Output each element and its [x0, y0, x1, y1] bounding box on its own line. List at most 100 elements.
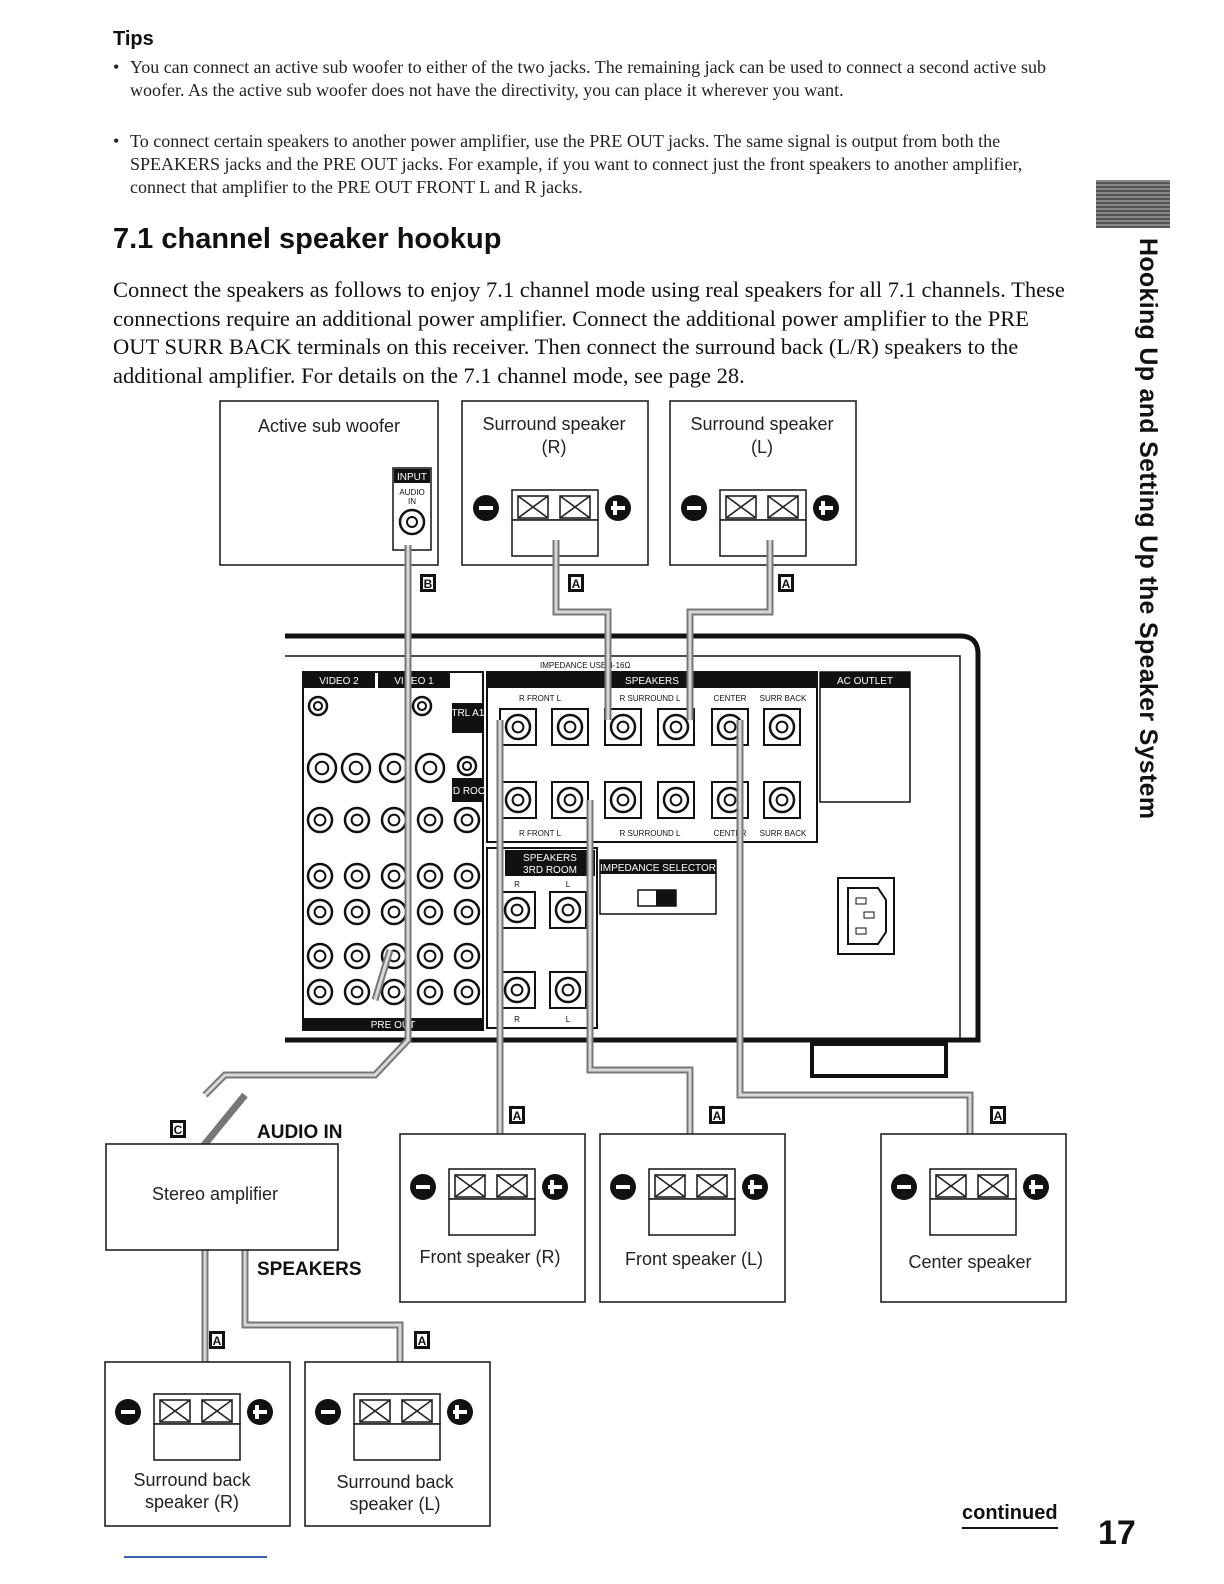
jack-icon	[306, 978, 334, 1006]
jack-icon	[554, 896, 582, 924]
jack-icon	[609, 713, 637, 741]
ac-outlet	[819, 671, 911, 803]
jack-icon	[416, 898, 444, 926]
jack-icon	[380, 806, 408, 834]
ac-outlet-label: AC OUTLET	[837, 676, 893, 687]
svg-text:A: A	[213, 1334, 222, 1348]
svg-text:A: A	[994, 1109, 1003, 1123]
side-section-title: Hooking Up and Setting Up the Speaker Sy…	[1134, 238, 1162, 820]
surround-r-line1: Surround speaker	[482, 414, 625, 434]
jack-icon	[662, 713, 690, 741]
tip-text: To connect certain speakers to another p…	[130, 131, 1023, 197]
jack-icon	[768, 713, 796, 741]
surround-back-r-line1: Surround back	[133, 1470, 251, 1490]
jack-icon	[414, 752, 446, 784]
impedance-selector-label: IMPEDANCE SELECTOR	[600, 863, 716, 874]
front-speaker-l-label: Front speaker (L)	[625, 1249, 763, 1269]
front-speaker-r-label: Front speaker (R)	[419, 1247, 560, 1267]
surround-back-l-line2: speaker (L)	[349, 1494, 440, 1514]
surround-back-l-line1: Surround back	[336, 1472, 454, 1492]
receiver-outline	[285, 633, 981, 1043]
jack-icon	[306, 942, 334, 970]
jack-icon	[609, 786, 637, 814]
center-label: CENTER	[714, 829, 747, 838]
r-label: R	[514, 880, 520, 889]
video1-label: VIDEO 1	[394, 676, 434, 687]
svg-text:B: B	[424, 577, 433, 591]
surround-rl-label: R SURROUND L	[620, 694, 681, 703]
input-audio-text: AUDIO	[399, 488, 424, 497]
surround-rl-label: R SURROUND L	[620, 829, 681, 838]
jack-icon	[306, 806, 334, 834]
second-room-label: 2ND ROOM	[440, 786, 494, 797]
jack-icon	[556, 713, 584, 741]
jack-icon	[416, 942, 444, 970]
stereo-amplifier-box	[105, 1143, 339, 1251]
jack-icon	[340, 752, 372, 784]
footer-rule	[124, 1556, 267, 1558]
jack-icon	[453, 978, 481, 1006]
jack-icon	[343, 898, 371, 926]
surround-back-r-line2: speaker (R)	[145, 1492, 239, 1512]
jack-icon	[416, 806, 444, 834]
jack-icon	[306, 898, 334, 926]
center-label: CENTER	[714, 694, 747, 703]
jack-icon	[306, 752, 338, 784]
jack-icon	[453, 898, 481, 926]
jack-icon	[380, 898, 408, 926]
jack-icon	[503, 896, 531, 924]
jack-icon	[662, 786, 690, 814]
jack-icon	[503, 976, 531, 1004]
jack-icon	[380, 978, 408, 1006]
speakers-3rd-label: SPEAKERS	[523, 853, 577, 864]
intro-paragraph: Connect the speakers as follows to enjoy…	[113, 277, 1065, 388]
jack-icon	[343, 942, 371, 970]
jack-icon	[411, 695, 433, 717]
stereo-amplifier-label: Stereo amplifier	[152, 1184, 278, 1204]
l-label: L	[566, 880, 571, 889]
svg-text:A: A	[713, 1109, 722, 1123]
input-tag-text: INPUT	[397, 472, 427, 483]
video2-label: VIDEO 2	[319, 676, 359, 687]
speakers-label: SPEAKERS	[625, 676, 679, 687]
subwoofer-label: Active sub woofer	[258, 416, 400, 436]
page-number: 17	[1098, 1514, 1136, 1552]
jack-icon	[768, 786, 796, 814]
section-tab-marker	[1096, 180, 1170, 228]
svg-text:C: C	[174, 1123, 183, 1137]
svg-text:A: A	[572, 577, 581, 591]
jack-icon	[378, 752, 410, 784]
r-label: R	[514, 1015, 520, 1024]
surr-back-label: SURR BACK	[760, 829, 807, 838]
front-rl-label: R FRONT L	[519, 694, 562, 703]
input-in-text: IN	[408, 497, 416, 506]
jack-icon	[453, 862, 481, 890]
ctrl-label: CTRL A1II	[444, 708, 490, 719]
jack-icon	[554, 976, 582, 1004]
l-label: L	[566, 1015, 571, 1024]
section-title: 7.1 channel speaker hookup	[113, 223, 502, 255]
jack-icon	[453, 942, 481, 970]
front-rl-label: R FRONT L	[519, 829, 562, 838]
jack-icon	[343, 806, 371, 834]
surround-l-line2: (L)	[751, 437, 773, 457]
jack-icon	[306, 862, 334, 890]
tips-heading: Tips	[113, 28, 154, 50]
third-room-label: 3RD ROOM	[523, 865, 577, 876]
jack-icon	[556, 786, 584, 814]
impedance-note: IMPEDANCE USE 4-16Ω	[540, 661, 630, 670]
jack-icon	[456, 755, 478, 777]
surround-r-line2: (R)	[542, 437, 567, 457]
jack-icon	[343, 862, 371, 890]
svg-text:A: A	[418, 1334, 427, 1348]
bullet: •	[113, 131, 120, 151]
tip-item: • To connect certain speakers to another…	[113, 130, 1073, 199]
bullet: •	[113, 57, 120, 77]
speakers-output-label: SPEAKERS	[257, 1259, 362, 1280]
surr-back-label: SURR BACK	[760, 694, 807, 703]
jack-icon	[416, 862, 444, 890]
pre-out-label: PRE OUT	[371, 1020, 415, 1031]
center-speaker-label: Center speaker	[908, 1252, 1031, 1272]
continued-label: continued	[962, 1502, 1058, 1529]
